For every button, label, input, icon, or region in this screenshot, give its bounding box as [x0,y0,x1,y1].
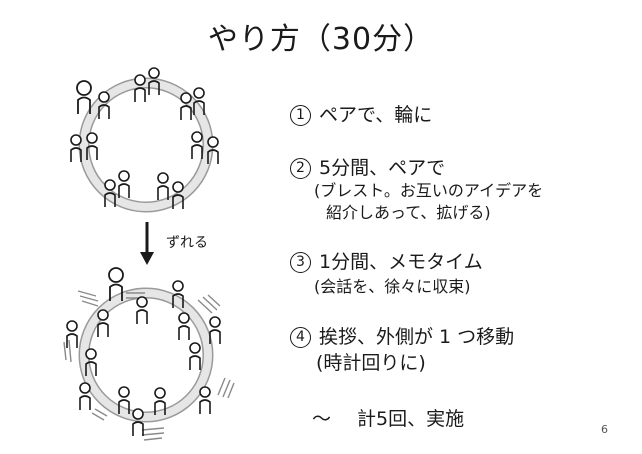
page-number: 6 [601,423,608,436]
step-marker: 2 [290,158,311,179]
step-3-note: (会話を、徐々に収束) [314,277,471,296]
ring-bottom [78,287,214,423]
shift-label: ずれる [166,235,208,251]
step-1: 1 ペアで、輪に [290,104,432,127]
step-text: 5分間、ペアで [319,157,446,179]
step-3: 3 1分間、メモタイム [290,251,483,274]
step-2-note-line-1: (ブレスト。お互いのアイデアを [314,181,544,200]
step-marker: 4 [290,327,311,348]
motion-lines [63,290,235,441]
step-marker: 1 [290,105,311,126]
step-text: 挨拶、外側が 1 つ移動 [319,326,515,348]
step-4: 4 挨拶、外側が 1 つ移動 [290,326,514,349]
ring-top [78,77,214,213]
step-4-note: (時計回りに) [316,352,426,374]
summary-text: 計5回、実施 [357,408,465,430]
tilde-mark: 〜 [312,408,332,430]
down-arrow-icon [140,222,154,265]
slide-title: やり方（30分） [207,22,435,57]
step-2-note-line-2: 紹介しあって、拡げる) [326,203,491,222]
step-text: 1分間、メモタイム [319,251,483,273]
summary: 〜 計5回、実施 [312,404,464,431]
step-2: 2 5分間、ペアで [290,157,445,180]
step-text: ペアで、輪に [319,104,433,126]
step-marker: 3 [290,252,311,273]
